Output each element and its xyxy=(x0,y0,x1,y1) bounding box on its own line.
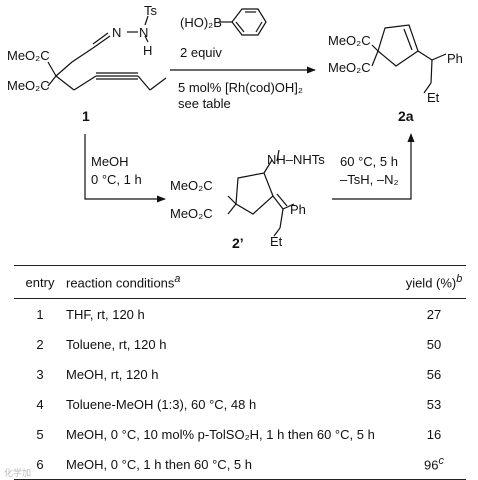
intermediate-2prime xyxy=(227,149,295,237)
step-down-arrow xyxy=(84,134,166,203)
header-yield-footnote: b xyxy=(456,273,463,286)
see-table-label: see table xyxy=(178,96,231,111)
row-yield: 96c xyxy=(402,449,466,480)
reaction-scheme: MeO₂C MeO₂C N N Ts H 1 (HO)₂B 2 equiv 5 … xyxy=(7,3,463,251)
substrate-1-ester-b: MeO₂C xyxy=(7,78,50,93)
row-yield-value: 96 xyxy=(424,457,439,473)
product-2a xyxy=(371,24,447,94)
step-up-conditions: 60 °C, 5 h xyxy=(340,154,398,169)
hydrazone-n1: N xyxy=(112,25,121,40)
substrate-1-ester-a: MeO₂C xyxy=(7,48,50,63)
row-entry: 6 xyxy=(36,456,44,472)
row-entry: 4 xyxy=(36,396,44,412)
row-entry: 3 xyxy=(36,366,44,382)
watermark-text: 化学加 xyxy=(4,468,32,478)
product-2a-label: 2a xyxy=(398,108,414,124)
substrate-1 xyxy=(47,15,167,91)
step-up-loss: –TsH, –N₂ xyxy=(340,172,399,187)
row-entry: 5 xyxy=(36,426,44,442)
intermediate-ester-a: MeO₂C xyxy=(170,178,213,193)
phenyl-ring-icon xyxy=(220,8,267,36)
boronic-acid-equiv: 2 equiv xyxy=(180,45,222,60)
step-up-arrow xyxy=(332,133,415,200)
boronic-acid-label: (HO)₂B xyxy=(180,15,222,30)
row-entry: 2 xyxy=(36,336,44,352)
row-yield: 16 xyxy=(426,426,442,442)
header-yield-text: yield (%) xyxy=(405,275,457,291)
product-ethyl-label: Et xyxy=(427,90,440,105)
row-yield: 50 xyxy=(426,336,442,352)
intermediate-phenyl-label: Ph xyxy=(290,202,306,217)
hydrazone-n2: N xyxy=(139,25,148,40)
tosyl-label: Ts xyxy=(144,3,158,18)
header-entry: entry xyxy=(25,274,55,290)
table-row: 6 MeOH, 0 °C, 1 h then 60 °C, 5 h 96c xyxy=(14,449,466,480)
step-down-solvent: MeOH xyxy=(91,154,129,169)
table-row: 3 MeOH, rt, 120 h 56 xyxy=(14,359,466,389)
substrate-1-label: 1 xyxy=(82,108,90,124)
intermediate-2prime-label: 2’ xyxy=(232,235,244,251)
table-row: 2 Toluene, rt, 120 h 50 xyxy=(14,329,466,359)
header-conditions-footnote: a xyxy=(174,273,181,286)
intermediate-ester-b: MeO₂C xyxy=(170,206,213,221)
product-phenyl-label: Ph xyxy=(447,51,463,66)
table-header-row: entry reaction conditionsa yield (%)b xyxy=(14,265,466,299)
step-down-conditions: 0 °C, 1 h xyxy=(91,172,142,187)
row-yield-footnote: c xyxy=(438,455,444,468)
intermediate-ethyl-label: Et xyxy=(270,234,283,249)
row-yield: 56 xyxy=(426,366,442,382)
table-row: 5 MeOH, 0 °C, 10 mol% p-TolSO₂H, 1 h the… xyxy=(14,419,466,449)
row-yield: 53 xyxy=(426,396,442,412)
row-conditions: Toluene-MeOH (1:3), 60 °C, 48 h xyxy=(66,396,257,412)
row-yield: 27 xyxy=(426,306,442,322)
row-entry: 1 xyxy=(36,306,44,322)
hydrazine-label: NH–NHTs xyxy=(267,152,325,167)
table-row: 1 THF, rt, 120 h 27 xyxy=(14,299,466,330)
header-yield: yield (%)b xyxy=(402,266,466,299)
header-conditions: reaction conditionsa xyxy=(66,266,402,299)
row-conditions: MeOH, 0 °C, 10 mol% p-TolSO₂H, 1 h then … xyxy=(66,426,375,442)
row-conditions: MeOH, 0 °C, 1 h then 60 °C, 5 h xyxy=(66,456,252,472)
catalyst-label: 5 mol% [Rh(cod)OH]₂ xyxy=(178,80,303,95)
product-ester-a: MeO₂C xyxy=(328,33,371,48)
row-conditions: THF, rt, 120 h xyxy=(66,306,145,322)
hydrazone-h: H xyxy=(143,43,152,58)
row-conditions: MeOH, rt, 120 h xyxy=(66,366,159,382)
header-conditions-text: reaction conditions xyxy=(66,275,175,291)
product-ester-b: MeO₂C xyxy=(328,60,371,75)
row-conditions: Toluene, rt, 120 h xyxy=(66,336,167,352)
table-row: 4 Toluene-MeOH (1:3), 60 °C, 48 h 53 xyxy=(14,389,466,419)
conditions-table: entry reaction conditionsa yield (%)b 1 … xyxy=(14,265,466,480)
